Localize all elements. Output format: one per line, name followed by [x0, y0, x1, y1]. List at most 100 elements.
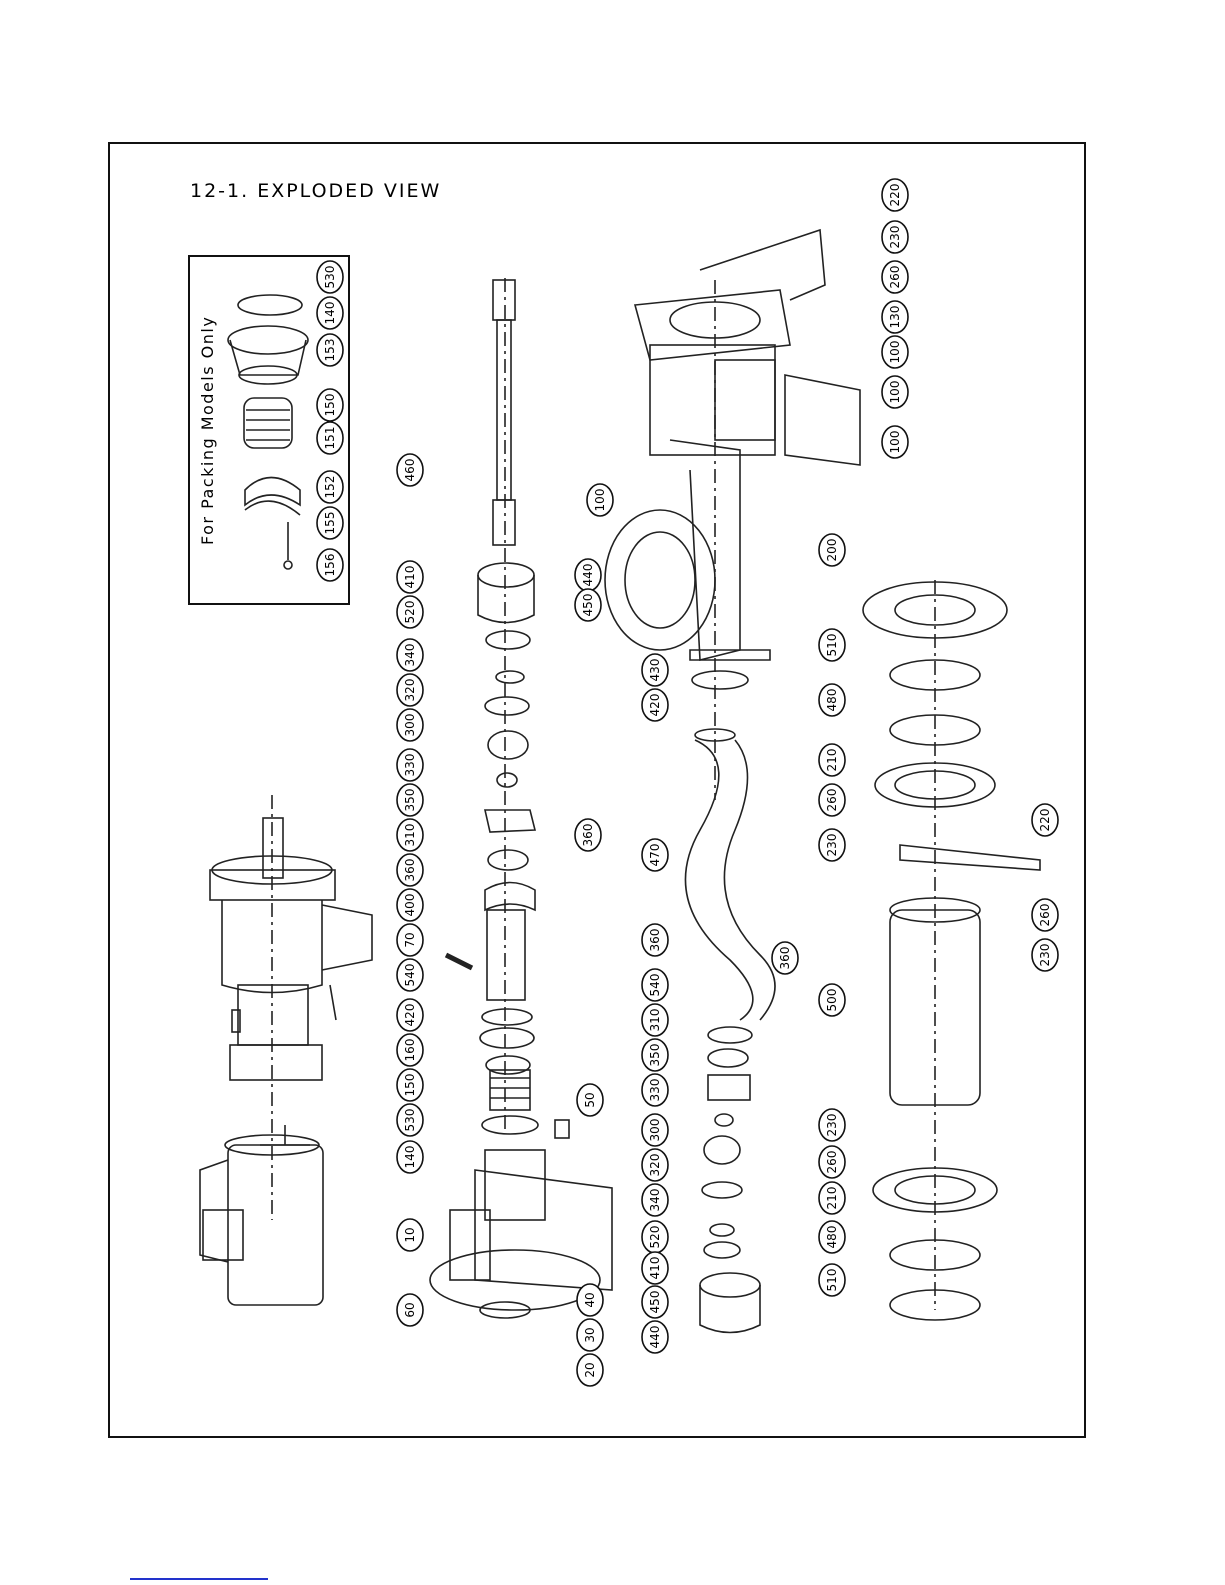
callout-circle	[818, 1145, 846, 1179]
callout-label: 320	[403, 679, 417, 702]
callout-label: 350	[648, 1044, 662, 1067]
callout-circle	[586, 483, 614, 517]
callout-label: 410	[403, 566, 417, 589]
pump-housing	[604, 228, 861, 800]
callout-160: 160	[396, 1033, 424, 1067]
callout-100: 100	[881, 335, 909, 369]
callout-circle	[574, 818, 602, 852]
callout-label: 310	[403, 824, 417, 847]
callout-label: 360	[403, 859, 417, 882]
callout-circle	[396, 1140, 424, 1174]
callout-label: 100	[888, 431, 902, 454]
callout-530: 530	[316, 260, 344, 294]
callout-label: 160	[403, 1039, 417, 1062]
callout-label: 210	[825, 749, 839, 772]
callout-label: 155	[323, 512, 337, 535]
callout-420: 420	[641, 688, 669, 722]
callout-470: 470	[641, 838, 669, 872]
callout-label: 360	[648, 929, 662, 952]
callout-300: 300	[641, 1113, 669, 1147]
lower-bearing-stack	[699, 1026, 761, 1334]
callout-label: 360	[581, 824, 595, 847]
callout-150: 150	[316, 388, 344, 422]
callout-210: 210	[818, 1181, 846, 1215]
callout-circle	[396, 1293, 424, 1327]
callout-label: 360	[778, 947, 792, 970]
callout-circle	[316, 296, 344, 330]
callout-200: 200	[818, 533, 846, 567]
callout-circle	[771, 941, 799, 975]
stator-assembly	[862, 580, 1041, 1321]
callout-label: 156	[323, 554, 337, 577]
callout-480: 480	[818, 683, 846, 717]
callout-circle	[641, 838, 669, 872]
callout-circle	[396, 1068, 424, 1102]
callout-10: 10	[396, 1218, 424, 1252]
callout-360: 360	[771, 941, 799, 975]
callout-510: 510	[818, 1263, 846, 1297]
callout-label: 440	[581, 564, 595, 587]
callout-circle	[316, 421, 344, 455]
callout-circle	[818, 533, 846, 567]
callout-circle	[316, 333, 344, 367]
callout-circle	[316, 260, 344, 294]
callout-circle	[396, 1218, 424, 1252]
callout-500: 500	[818, 983, 846, 1017]
callout-circle	[818, 1263, 846, 1297]
callout-label: 260	[825, 789, 839, 812]
callout-label: 480	[825, 1226, 839, 1249]
callout-circle	[818, 828, 846, 862]
callout-circle	[641, 1285, 669, 1319]
callout-circle	[396, 888, 424, 922]
callout-label: 260	[1038, 904, 1052, 927]
callout-40: 40	[576, 1283, 604, 1317]
drawing-frame	[108, 142, 1086, 1438]
callout-60: 60	[396, 1293, 424, 1327]
callout-100: 100	[586, 483, 614, 517]
callout-310: 310	[396, 818, 424, 852]
callout-410: 410	[641, 1251, 669, 1285]
callout-label: 150	[323, 394, 337, 417]
callout-20: 20	[576, 1353, 604, 1387]
callout-410: 410	[396, 560, 424, 594]
callout-label: 540	[648, 974, 662, 997]
callout-label: 100	[593, 489, 607, 512]
callout-label: 520	[648, 1226, 662, 1249]
callout-156: 156	[316, 548, 344, 582]
callout-540: 540	[641, 968, 669, 1002]
callout-260: 260	[1031, 898, 1059, 932]
callout-circle	[396, 783, 424, 817]
callout-300: 300	[396, 708, 424, 742]
page-title: 12-1. EXPLODED VIEW	[190, 180, 442, 202]
callout-label: 330	[403, 754, 417, 777]
callout-260: 260	[818, 783, 846, 817]
callout-circle	[641, 968, 669, 1002]
footer-link-underline[interactable]	[130, 1578, 268, 1580]
callout-label: 530	[403, 1109, 417, 1132]
callout-circle	[316, 506, 344, 540]
callout-circle	[881, 178, 909, 212]
callout-label: 330	[648, 1079, 662, 1102]
callout-label: 20	[583, 1362, 597, 1377]
callout-label: 420	[403, 1004, 417, 1027]
callout-label: 400	[403, 894, 417, 917]
callout-circle	[818, 683, 846, 717]
pump-bracket	[429, 1149, 613, 1319]
callout-152: 152	[316, 470, 344, 504]
shaft-assembly	[444, 278, 570, 1139]
callout-400: 400	[396, 888, 424, 922]
callout-circle	[316, 388, 344, 422]
callout-label: 153	[323, 339, 337, 362]
callout-label: 140	[403, 1146, 417, 1169]
callout-circle	[1031, 898, 1059, 932]
callout-circle	[641, 1148, 669, 1182]
callout-label: 100	[888, 341, 902, 364]
callout-140: 140	[396, 1140, 424, 1174]
callout-circle	[576, 1083, 604, 1117]
callout-230: 230	[881, 220, 909, 254]
callout-360: 360	[574, 818, 602, 852]
callout-circle	[881, 425, 909, 459]
callout-label: 260	[888, 266, 902, 289]
